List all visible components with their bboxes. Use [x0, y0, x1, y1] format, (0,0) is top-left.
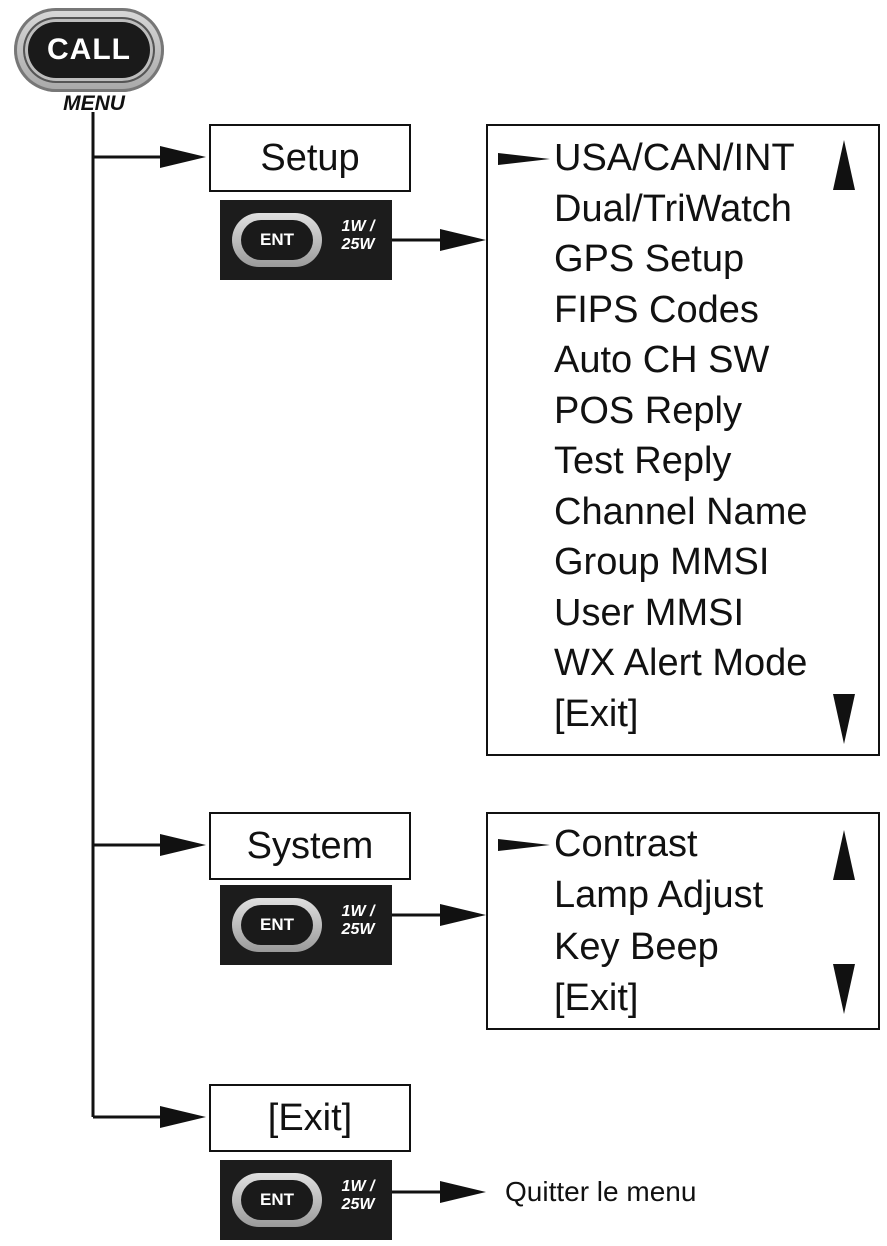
scroll-up-icon[interactable]	[833, 830, 855, 880]
ent-label: ENT	[260, 915, 294, 934]
system-menu-item[interactable]: System	[209, 812, 411, 880]
list-item[interactable]: USA/CAN/INT	[554, 137, 795, 179]
arrow-to-quit	[440, 1181, 486, 1203]
arrow-to-system-submenu	[440, 904, 486, 926]
list-item[interactable]: Lamp Adjust	[554, 874, 764, 916]
system-label: System	[246, 824, 374, 867]
setup-menu-item[interactable]: Setup	[209, 124, 411, 192]
exit-label: [Exit]	[267, 1096, 353, 1139]
arrow-to-system	[160, 834, 206, 856]
ent-button: ENT	[232, 213, 322, 267]
call-button-face: CALL	[25, 19, 153, 81]
ent-button: ENT	[232, 898, 322, 952]
system-ent-key[interactable]: ENT 1W /25W	[220, 885, 392, 965]
list-item[interactable]: Channel Name	[554, 491, 808, 533]
list-item[interactable]: Auto CH SW	[554, 339, 770, 381]
list-item[interactable]: POS Reply	[554, 390, 742, 432]
scroll-down-icon[interactable]	[833, 964, 855, 1014]
system-submenu: Contrast Lamp Adjust Key Beep [Exit]	[486, 812, 880, 1030]
scroll-down-icon[interactable]	[833, 694, 855, 744]
list-item[interactable]: Contrast	[554, 823, 698, 865]
arrow-to-setup-submenu	[440, 229, 486, 251]
list-item[interactable]: GPS Setup	[554, 238, 745, 280]
ent-label: ENT	[260, 1190, 294, 1209]
arrow-to-exit	[160, 1106, 206, 1128]
setup-ent-key[interactable]: ENT 1W /25W	[220, 200, 392, 280]
setup-label: Setup	[260, 136, 360, 179]
list-item[interactable]: User MMSI	[554, 592, 744, 634]
list-item[interactable]: [Exit]	[554, 977, 639, 1019]
exit-menu-item[interactable]: [Exit]	[209, 1084, 411, 1152]
quit-menu-text: Quitter le menu	[505, 1176, 697, 1207]
pointer-icon	[498, 153, 550, 165]
exit-ent-key[interactable]: ENT 1W /25W	[220, 1160, 392, 1240]
list-item[interactable]: Dual/TriWatch	[554, 188, 792, 230]
list-item[interactable]: [Exit]	[554, 693, 639, 735]
power-label: 1W /25W	[341, 218, 375, 253]
menu-label: MENU	[63, 92, 125, 115]
setup-submenu: USA/CAN/INT Dual/TriWatch GPS Setup FIPS…	[486, 124, 880, 756]
pointer-icon	[498, 839, 550, 851]
list-item[interactable]: Group MMSI	[554, 541, 770, 583]
list-item[interactable]: Key Beep	[554, 926, 719, 968]
ent-label: ENT	[260, 230, 294, 249]
list-item[interactable]: FIPS Codes	[554, 289, 759, 331]
arrow-to-setup	[160, 146, 206, 168]
call-menu-button[interactable]: CALL	[14, 8, 164, 92]
call-button-label: CALL	[47, 33, 131, 66]
ent-button: ENT	[232, 1173, 322, 1227]
list-item[interactable]: WX Alert Mode	[554, 642, 808, 684]
power-label: 1W /25W	[341, 903, 375, 938]
power-label: 1W /25W	[341, 1178, 375, 1213]
scroll-up-icon[interactable]	[833, 140, 855, 190]
list-item[interactable]: Test Reply	[554, 440, 732, 482]
